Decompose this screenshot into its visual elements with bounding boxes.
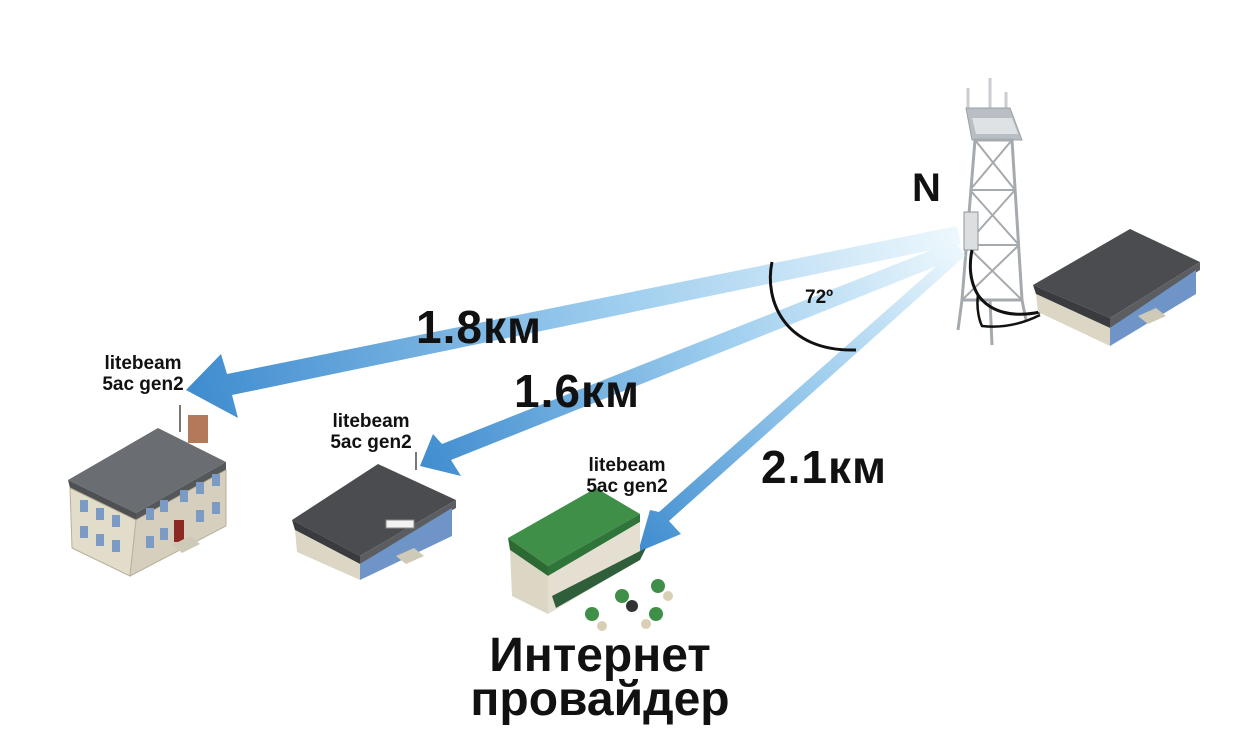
device-model: litebeam bbox=[588, 455, 666, 476]
isp-label-line-2: провайдер bbox=[470, 673, 730, 726]
device-label-2: litebeam 5ac gen2 bbox=[316, 411, 426, 453]
distance-label-1: 1.8км bbox=[416, 301, 542, 353]
radio-tower bbox=[956, 78, 1028, 346]
device-label-1: litebeam 5ac gen2 bbox=[88, 353, 198, 395]
house-1-8km bbox=[68, 405, 227, 577]
device-model: litebeam bbox=[332, 411, 410, 432]
distance-label-2: 1.6км bbox=[514, 365, 640, 417]
device-version: 5ac gen2 bbox=[586, 476, 668, 497]
device-version: 5ac gen2 bbox=[102, 374, 184, 395]
distance-label-3: 2.1км bbox=[761, 441, 887, 493]
signal-beam-1-6km bbox=[420, 240, 962, 476]
cable bbox=[976, 294, 1041, 328]
signal-beam-1-8km bbox=[186, 226, 961, 418]
isp-label: Интернет провайдер bbox=[430, 629, 770, 726]
device-model: litebeam bbox=[104, 353, 182, 374]
signal-beam-2-1km bbox=[638, 246, 965, 552]
tower-office-building bbox=[1033, 229, 1200, 346]
angle-arc bbox=[768, 261, 857, 352]
north-label: N bbox=[912, 166, 941, 210]
cafe-tables bbox=[585, 579, 673, 631]
device-version: 5ac gen2 bbox=[330, 432, 412, 453]
isp-building bbox=[508, 488, 673, 631]
device-label-3: litebeam 5ac gen2 bbox=[572, 455, 682, 497]
angle-label: 72º bbox=[805, 287, 834, 308]
house-1-6km bbox=[292, 452, 456, 580]
isp-label-line-1: Интернет bbox=[489, 629, 711, 682]
